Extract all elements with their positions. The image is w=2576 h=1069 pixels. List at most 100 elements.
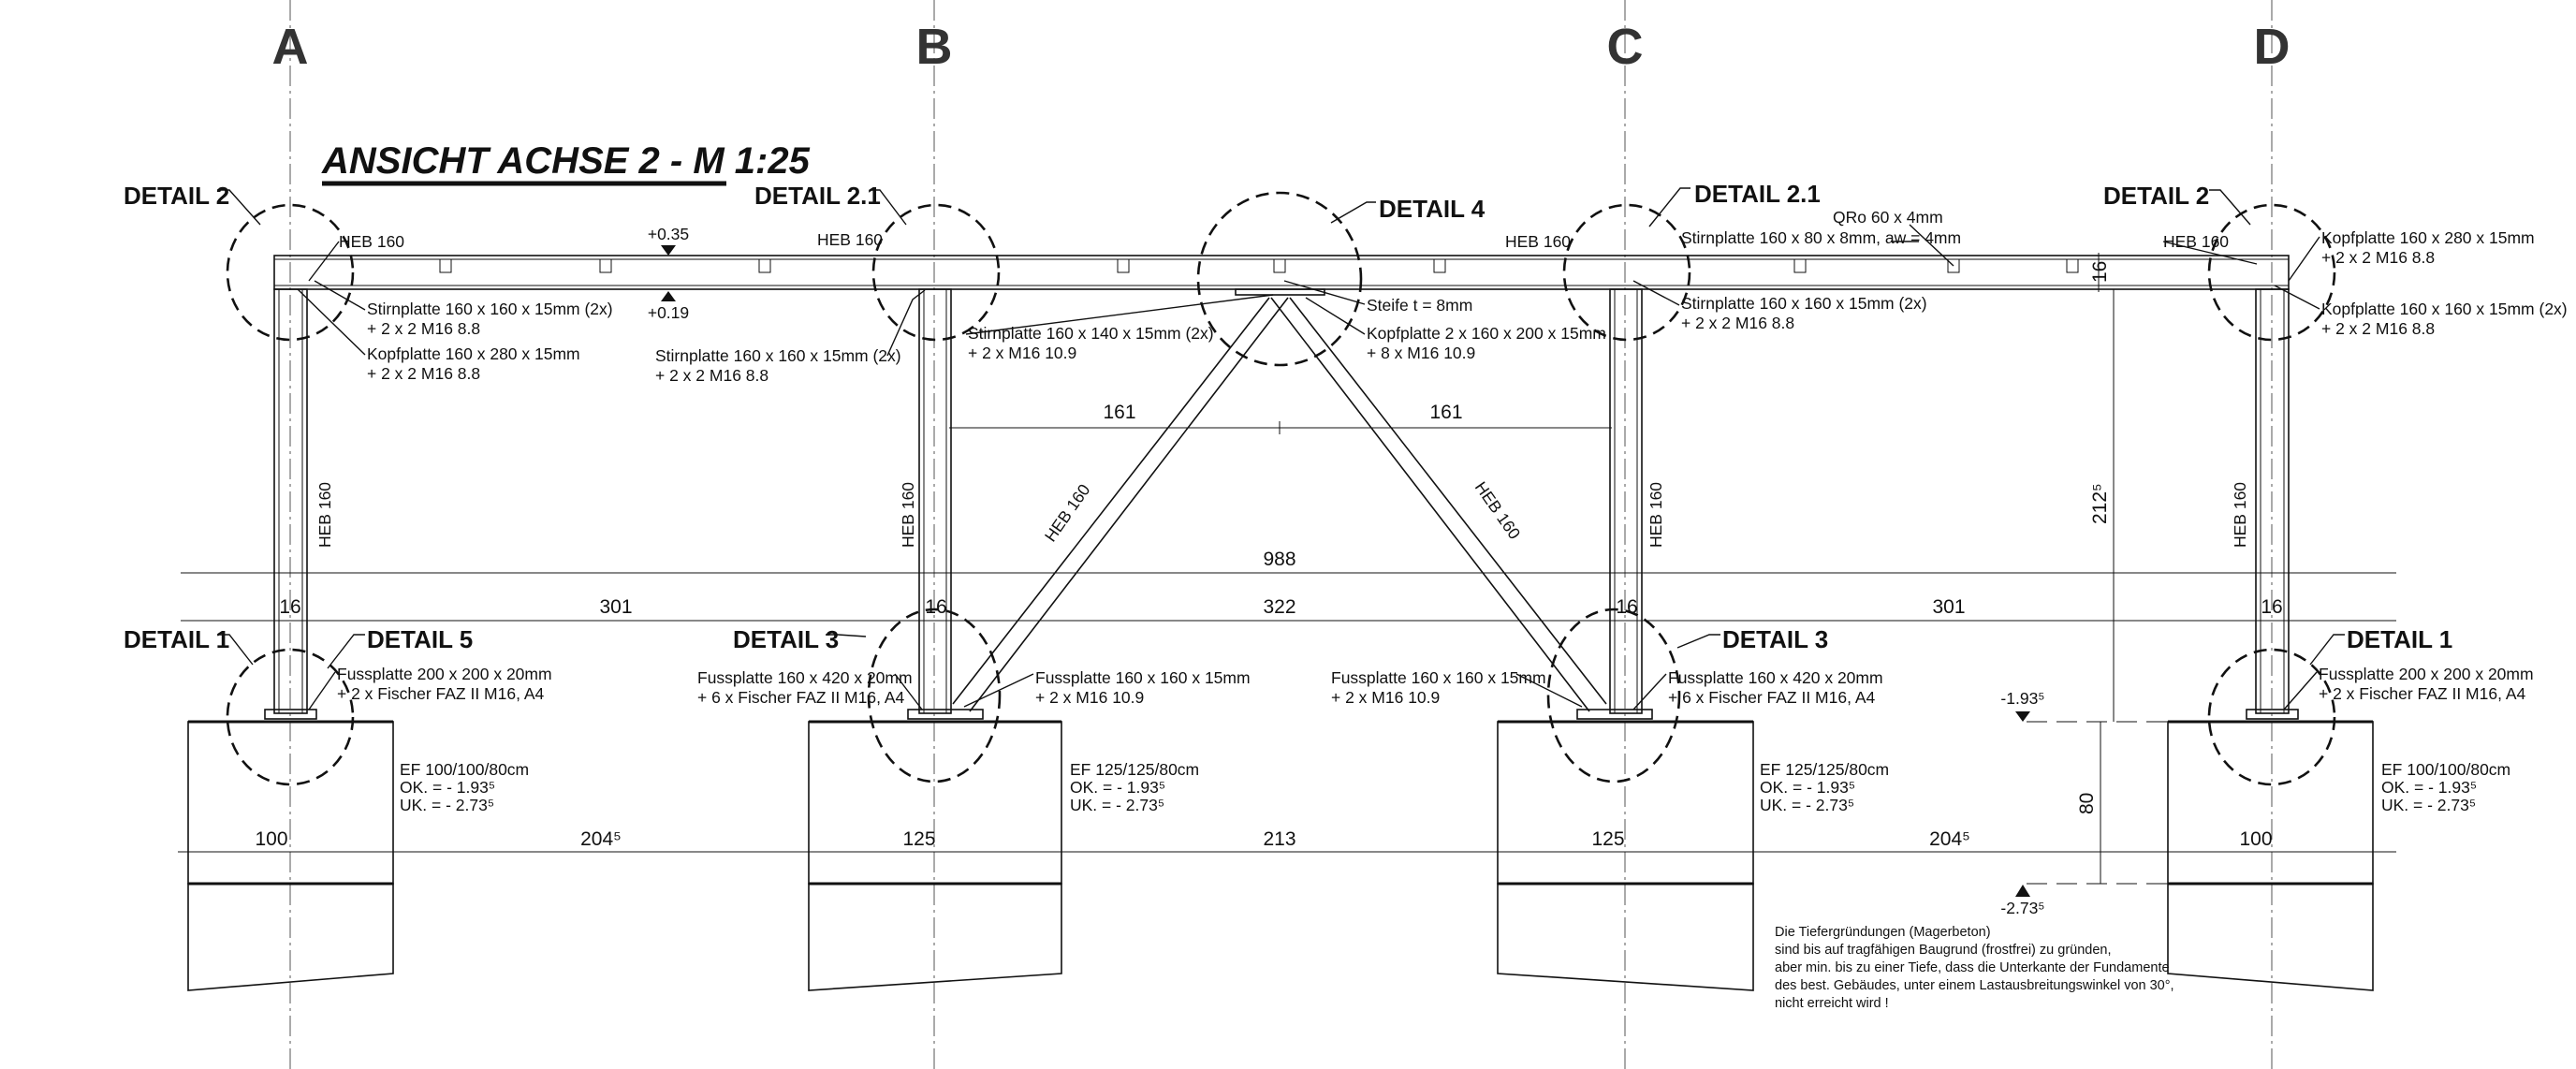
dim-bottom: 204⁵	[580, 828, 622, 850]
b-stirnplatte-bolts: + 2 x 2 M16 8.8	[655, 366, 768, 385]
dim-bottom: 100	[255, 828, 287, 850]
svg-text:Kopfplatte 160 x 280 x 15mm+ 2: Kopfplatte 160 x 280 x 15mm+ 2 x 2 M16 8…	[367, 344, 580, 383]
d-kopfplatte-280: Kopfplatte 160 x 280 x 15mm	[2321, 228, 2535, 247]
fussplatte-c-anchors: + 6 x Fischer FAZ II M16, A4	[1668, 688, 1876, 707]
dim-bottom: 100	[2239, 828, 2272, 850]
heb-label: HEB 160	[1471, 478, 1525, 543]
level-uk: -2.73⁵	[2000, 899, 2044, 917]
svg-text:Fussplatte 200 x 200 x 20mm+ 2: Fussplatte 200 x 200 x 20mm+ 2 x Fischer…	[337, 665, 552, 703]
level-bottom: +0.19	[648, 303, 689, 322]
fussplatte-c-diagonal-bolts: + 2 x M16 10.9	[1331, 688, 1440, 707]
dimensions: 16 161 161 988 16 301 16 322 16 301 16 2…	[178, 253, 2396, 884]
svg-text:Stirnplatte 160 x 160 x 15mm (: Stirnplatte 160 x 160 x 15mm (2x)+ 2 x 2…	[655, 346, 901, 385]
svg-text:Fussplatte 160 x 160 x 15mm+ 2: Fussplatte 160 x 160 x 15mm+ 2 x M16 10.…	[1035, 668, 1251, 707]
heb-label: HEB 160	[2163, 232, 2229, 251]
fussplatte-b-diagonal: Fussplatte 160 x 160 x 15mm	[1035, 668, 1251, 687]
detail-2-1-label: DETAIL 2.1	[1694, 180, 1821, 208]
dim-bottom: 213	[1263, 828, 1295, 850]
dim-row: 301	[599, 596, 632, 618]
dim-total: 988	[1263, 549, 1295, 570]
dim-column-height: 212⁵	[2089, 483, 2111, 524]
note-line: Die Tiefergründungen (Magerbeton)	[1775, 925, 1991, 940]
footing-bottom: UK. = - 2.73⁵	[1760, 796, 1854, 814]
detail-1-label: DETAIL 1	[124, 625, 229, 653]
footings	[187, 720, 2374, 991]
detail-2-1-label: DETAIL 2.1	[754, 182, 881, 210]
footing-type: EF 100/100/80cm	[400, 760, 529, 779]
note-line: nicht erreicht wird !	[1775, 996, 1889, 1011]
detail-2-label: DETAIL 2	[2103, 182, 2209, 210]
svg-text:Stirnplatte 160 x 160 x 15mm (: Stirnplatte 160 x 160 x 15mm (2x)+ 2 x 2…	[367, 300, 613, 338]
footing-bottom: UK. = - 2.73⁵	[1070, 796, 1164, 814]
footing-top: OK. = - 1.93⁵	[400, 778, 495, 797]
svg-text:Fussplatte 160 x 420 x 20mm+ 6: Fussplatte 160 x 420 x 20mm+ 6 x Fischer…	[697, 668, 913, 707]
a-stirnplatte: Stirnplatte 160 x 160 x 15mm (2x)	[367, 300, 613, 318]
grid-axes: A B C D	[272, 0, 2291, 1069]
foundation-note: Die Tiefergründungen (Magerbeton) sind b…	[1775, 925, 2178, 1011]
heb-label: HEB 160	[315, 482, 334, 548]
fussplatte-a-anchors: + 2 x Fischer FAZ II M16, A4	[337, 684, 545, 703]
footing-type: EF 100/100/80cm	[2381, 760, 2510, 779]
level-markers: +0.35 +0.19 -1.93⁵ -2.73⁵	[648, 225, 2172, 917]
level-top: +0.35	[648, 225, 689, 243]
d4-kopfplatte: Kopfplatte 2 x 160 x 200 x 15mm	[1367, 324, 1606, 343]
heb-label: HEB 160	[1647, 482, 1665, 548]
footing-type: EF 125/125/80cm	[1070, 760, 1199, 779]
detail-3-label: DETAIL 3	[733, 625, 839, 653]
d-kopfplatte-160-bolts: + 2 x 2 M16 8.8	[2321, 319, 2435, 338]
fussplatte-b: Fussplatte 160 x 420 x 20mm	[697, 668, 913, 687]
level-ok: -1.93⁵	[2000, 689, 2044, 708]
dim-row: 322	[1263, 596, 1295, 618]
d4-steife: Steife t = 8mm	[1367, 296, 1472, 315]
c-qro: QRo 60 x 4mm	[1833, 208, 1943, 227]
fussplatte-a: Fussplatte 200 x 200 x 20mm	[337, 665, 552, 683]
detail-4-label: DETAIL 4	[1379, 195, 1486, 223]
d-kopfplatte-280-bolts: + 2 x 2 M16 8.8	[2321, 248, 2435, 267]
d4-kopfplatte-bolts: + 8 x M16 10.9	[1367, 344, 1475, 362]
fussplatte-c-diagonal: Fussplatte 160 x 160 x 15mm	[1331, 668, 1546, 687]
a-stirnplatte-bolts: + 2 x 2 M16 8.8	[367, 319, 480, 338]
c-stirnplatte-bolts: + 2 x 2 M16 8.8	[1681, 314, 1794, 332]
heb-label: HEB 160	[2231, 482, 2249, 548]
heb-label: HEB 160	[899, 482, 917, 548]
fussplatte-d-anchors: + 2 x Fischer FAZ II M16, A4	[2319, 684, 2526, 703]
dim-row: 301	[1932, 596, 1965, 618]
heb-label: HEB 160	[1505, 232, 1571, 251]
dim-row: 16	[1616, 596, 1637, 618]
a-kopfplatte: Kopfplatte 160 x 280 x 15mm	[367, 344, 580, 363]
annotations: Stirnplatte 160 x 160 x 15mm (2x)+ 2 x 2…	[297, 208, 2568, 710]
svg-text:Kopfplatte 160 x 280 x 15mm+ 2: Kopfplatte 160 x 280 x 15mm+ 2 x 2 M16 8…	[2321, 228, 2535, 267]
fussplatte-c: Fussplatte 160 x 420 x 20mm	[1668, 668, 1883, 687]
footing-top: OK. = - 1.93⁵	[1070, 778, 1165, 797]
b-stirnplatte: Stirnplatte 160 x 160 x 15mm (2x)	[655, 346, 901, 365]
note-line: aber min. bis zu einer Tiefe, dass die U…	[1775, 960, 2170, 975]
axis-label-b: B	[916, 19, 953, 75]
axis-label-a: A	[272, 19, 309, 75]
d-kopfplatte-160: Kopfplatte 160 x 160 x 15mm (2x)	[2321, 300, 2568, 318]
a-kopfplatte-bolts: + 2 x 2 M16 8.8	[367, 364, 480, 383]
svg-text:Fussplatte 160 x 160 x 15mm+ 2: Fussplatte 160 x 160 x 15mm+ 2 x M16 10.…	[1331, 668, 1546, 707]
c-stirnplatte: Stirnplatte 160 x 160 x 15mm (2x)	[1681, 294, 1927, 313]
footing-bottom: UK. = - 2.73⁵	[400, 796, 494, 814]
detail-2-label: DETAIL 2	[124, 182, 229, 210]
dim-beam-height: 16	[2089, 261, 2111, 283]
fussplatte-d: Fussplatte 200 x 200 x 20mm	[2319, 665, 2534, 683]
dim-row: 16	[279, 596, 300, 618]
detail-3-label: DETAIL 3	[1722, 625, 1828, 653]
svg-text:Fussplatte 160 x 420 x 20mm+ 6: Fussplatte 160 x 420 x 20mm+ 6 x Fischer…	[1668, 668, 1883, 707]
svg-text:Fussplatte 200 x 200 x 20mm+ 2: Fussplatte 200 x 200 x 20mm+ 2 x Fischer…	[2319, 665, 2534, 703]
dim-bottom: 125	[1591, 828, 1624, 850]
fussplatte-b-diagonal-bolts: + 2 x M16 10.9	[1035, 688, 1144, 707]
dim-brace-left: 161	[1103, 402, 1135, 423]
axis-label-c: C	[1607, 19, 1644, 75]
dim-bottom: 204⁵	[1929, 828, 1970, 850]
dim-row: 16	[2261, 596, 2282, 618]
heb-label: HEB 160	[339, 232, 404, 251]
footing-type: EF 125/125/80cm	[1760, 760, 1889, 779]
profile-labels: HEB 160 HEB 160 HEB 160 HEB 160 HEB 160 …	[315, 230, 2249, 548]
svg-text:Stirnplatte 160 x 140 x 15mm (: Stirnplatte 160 x 140 x 15mm (2x)+ 2 x M…	[968, 324, 1214, 362]
heb-label: HEB 160	[1041, 480, 1094, 545]
